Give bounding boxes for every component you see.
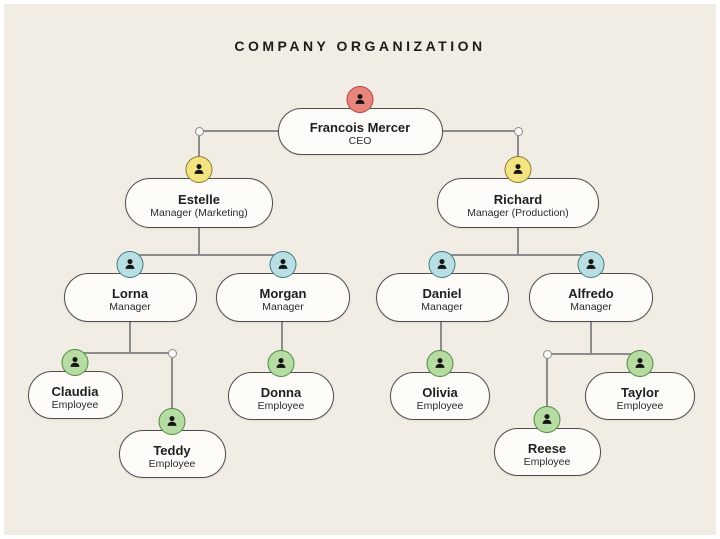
node-role: CEO [348,135,372,147]
connector-junction [167,348,177,358]
connector-line [517,228,519,255]
connector-junction [542,349,552,359]
connector-line [199,130,278,132]
person-icon [504,156,532,183]
node-name: Taylor [620,384,660,400]
connector-line [442,130,518,132]
node-name: Teddy [153,442,191,458]
node-role: Manager [262,301,304,313]
connector-line [129,322,131,353]
person-icon [267,350,295,377]
connector-line [517,131,519,158]
connector-line [546,354,548,408]
connector-line [590,322,592,354]
node-role: Manager (Marketing) [150,206,248,219]
connector-junction [194,126,204,136]
node-name: Claudia [51,383,99,399]
connector-line [198,131,200,158]
node-role: Employee [148,457,196,470]
connector-line [547,353,640,355]
connector-line [442,254,591,256]
node-role: Manager (Production) [467,206,569,219]
person-icon [346,86,374,113]
person-icon [185,156,213,183]
node-name: Morgan [259,286,307,301]
person-icon [426,350,454,377]
person-icon [577,251,605,278]
node-role: Employee [523,455,571,468]
node-name: Olivia [422,384,458,400]
person-icon [533,406,561,433]
node-name: Alfredo [568,286,614,301]
person-icon [61,349,89,376]
connector-line [171,353,173,410]
node-role: Employee [51,398,99,411]
node-name: Daniel [422,286,462,301]
node-role: Manager [109,301,151,313]
node-name: Richard [493,191,543,207]
connector-line [440,322,442,352]
connector-junction [513,126,523,136]
node-role: Employee [416,399,464,412]
node-name: Donna [260,384,302,400]
connector-line [130,254,283,256]
person-icon [428,251,456,278]
connector-line [198,228,200,255]
connector-line [75,352,172,354]
node-name: Reese [527,440,567,456]
person-icon [626,350,654,377]
page-title: COMPANY ORGANIZATION [234,38,486,54]
node-role: Employee [616,399,664,412]
node-role: Employee [257,399,305,412]
person-icon [116,251,144,278]
person-icon [158,408,186,435]
person-icon [269,251,297,278]
node-name: Estelle [178,191,220,207]
connector-line [281,322,283,352]
node-role: Manager [570,301,612,313]
node-name: Lorna [111,286,149,301]
node-role: Manager [421,301,463,313]
node-name: Francois Mercer [309,120,411,135]
